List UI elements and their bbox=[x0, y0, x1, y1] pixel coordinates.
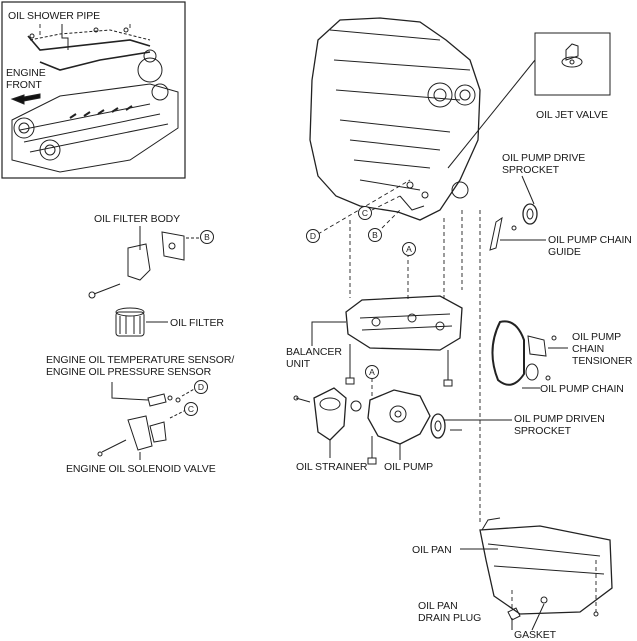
chain-lower-sprocket bbox=[525, 363, 539, 381]
balancer-unit-label-1: BALANCER bbox=[286, 346, 342, 358]
dash-D bbox=[317, 179, 411, 235]
engine-block-part bbox=[309, 17, 481, 221]
chain-tensioner-label-3: TENSIONER bbox=[572, 355, 633, 367]
drain-plug-part bbox=[507, 607, 521, 621]
sensor-label-1: ENGINE OIL TEMPERATURE SENSOR/ bbox=[46, 354, 235, 366]
engine-front-label-2: FRONT bbox=[6, 79, 42, 91]
oil-filter-part bbox=[115, 307, 145, 337]
oil-filter-body-part bbox=[88, 231, 185, 299]
dash-C bbox=[371, 195, 401, 211]
balancer-leader bbox=[311, 321, 346, 346]
engine-front-arrow-icon bbox=[10, 93, 41, 105]
chain-tensioner-part bbox=[527, 335, 557, 357]
marker-a-block: A bbox=[402, 242, 416, 256]
engine-front-label-1: ENGINE bbox=[6, 67, 46, 79]
oil-sensor-part bbox=[147, 393, 181, 407]
drain-plug-label-2: DRAIN PLUG bbox=[418, 612, 482, 624]
oil-pump-chain-part bbox=[491, 320, 525, 386]
driven-sprocket-label-2: SPROCKET bbox=[514, 425, 571, 437]
oil-shower-pipe-part bbox=[27, 27, 157, 71]
oil-pump-chain-label: OIL PUMP CHAIN bbox=[540, 383, 624, 395]
marker-b-block: B bbox=[368, 228, 382, 242]
oil-pump-drive-sprocket-part bbox=[522, 203, 538, 225]
oil-pump-chain-guide-part bbox=[489, 216, 517, 251]
marker-b-filter: B bbox=[200, 230, 214, 244]
drive-sprocket-label-1: OIL PUMP DRIVE bbox=[502, 152, 586, 164]
oil-pump-label: OIL PUMP bbox=[384, 461, 433, 473]
balancer-unit-label-2: UNIT bbox=[286, 358, 311, 370]
oil-strainer-label: OIL STRAINER bbox=[296, 461, 368, 473]
balancer-unit-part bbox=[345, 295, 463, 387]
inset-frame bbox=[1, 1, 186, 179]
oil-jet-valve-part bbox=[561, 43, 583, 68]
sensor-leader bbox=[111, 382, 149, 401]
oil-jet-valve-leader bbox=[447, 59, 536, 169]
oil-solenoid-valve-part bbox=[97, 415, 167, 457]
driven-sprocket-label-1: OIL PUMP DRIVEN bbox=[514, 413, 605, 425]
oil-pan-label: OIL PAN bbox=[412, 544, 452, 556]
drain-plug-label-1: OIL PAN bbox=[418, 600, 458, 612]
gasket-leader bbox=[531, 603, 545, 631]
driven-sprocket-part bbox=[430, 413, 462, 439]
oil-jet-valve-box bbox=[534, 32, 611, 96]
oil-shower-pipe-label: OIL SHOWER PIPE bbox=[8, 10, 101, 22]
solenoid-to-C bbox=[169, 409, 187, 419]
marker-c-solenoid: C bbox=[184, 402, 198, 416]
marker-c-block: C bbox=[358, 206, 372, 220]
oil-shower-pipe-leader bbox=[61, 24, 69, 50]
chain-tensioner-label-1: OIL PUMP bbox=[572, 331, 621, 343]
oil-filter-body-label: OIL FILTER BODY bbox=[94, 213, 181, 225]
chain-guide-label-1: OIL PUMP CHAIN bbox=[548, 234, 632, 246]
sensor-label-2: ENGINE OIL PRESSURE SENSOR bbox=[46, 366, 212, 378]
drive-sprocket-leader bbox=[521, 175, 535, 205]
dash-B bbox=[381, 209, 401, 229]
gasket-label: GASKET bbox=[514, 629, 556, 641]
cylinder-head-part bbox=[11, 57, 179, 173]
oil-jet-valve-label: OIL JET VALVE bbox=[536, 109, 608, 121]
oil-strainer-part bbox=[293, 387, 362, 441]
solenoid-valve-label: ENGINE OIL SOLENOID VALVE bbox=[66, 463, 216, 475]
chain-guide-label-2: GUIDE bbox=[548, 246, 581, 258]
oil-pan-part bbox=[479, 517, 613, 617]
marker-a-pump: A bbox=[365, 365, 379, 379]
oil-pump-part bbox=[367, 389, 431, 465]
chain-tensioner-label-2: CHAIN bbox=[572, 343, 605, 355]
marker-d-sensor: D bbox=[194, 380, 208, 394]
oil-filter-label: OIL FILTER bbox=[170, 317, 224, 329]
gasket-part bbox=[540, 596, 548, 604]
marker-d-block: D bbox=[306, 229, 320, 243]
sensor-to-D bbox=[181, 387, 197, 397]
drive-sprocket-label-2: SPROCKET bbox=[502, 164, 559, 176]
